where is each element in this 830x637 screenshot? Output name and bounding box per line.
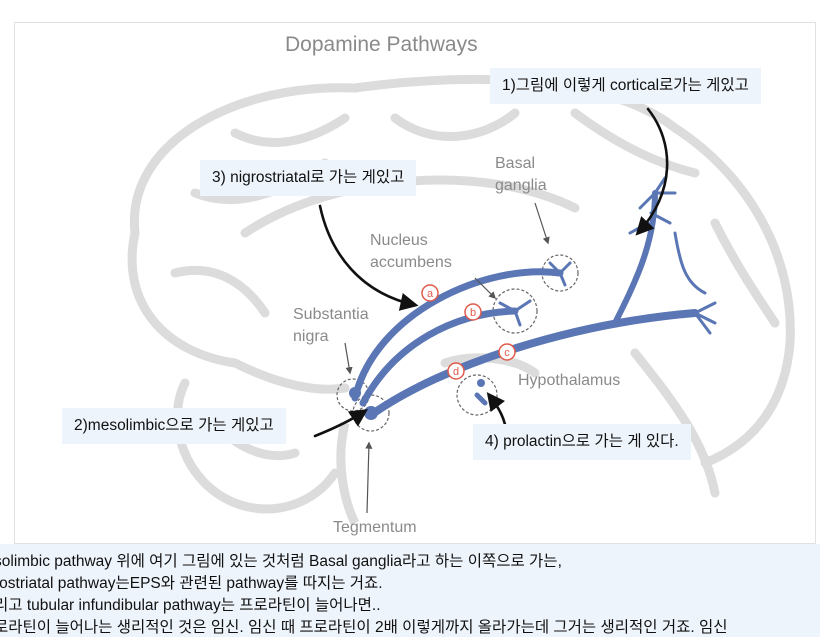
label-substantia-2: nigra [293,328,329,345]
brain-outline [127,75,795,514]
note-prolactin: 4) prolactin으로 가는 게 있다. [473,424,691,460]
label-basal-ganglia-1: Basal [495,155,535,172]
nucleus-accumbens-region [492,288,538,334]
marker-b: b [470,307,476,319]
label-nucleus-2: accumbens [370,254,452,271]
note-mesolimbic: 2)mesolimbic으로 가는 게있고 [62,408,286,444]
tegmentum-node [364,406,378,420]
label-basal-ganglia-2: ganglia [495,177,547,194]
markers: a b c d [421,284,516,380]
dopamine-pathways-figure: a b c d Dopamine Pathways Basal ganglia … [14,22,816,544]
arrow-mesolimbic [313,408,369,438]
note-nigrostriatal: 3) nigrostriatal로 가는 게있고 [200,160,417,196]
hypothalamus-node [477,379,485,387]
lecture-line-4: 로라틴이 늘어나는 생리적인 것은 임신. 임신 때 프로라틴이 2배 이렇게까… [0,619,728,636]
arrow-cortical [635,107,669,236]
lecture-transcript: solimbic pathway 위에 여기 그림에 있는 것처럼 Basal … [0,544,820,637]
tegmentum-outline [336,421,360,526]
pathway-mesocortical [367,309,699,419]
label-tegmentum: Tegmentum [333,519,417,536]
note-cortical: 1)그림에 이렇게 cortical로가는 게있고 [490,68,761,104]
pathway-nigrostriatal [351,268,564,402]
pathway-tuberoinfundibular [474,392,488,406]
marker-c: c [504,347,510,359]
label-pointers [344,202,550,514]
marker-a: a [427,288,434,300]
label-nucleus-1: Nucleus [370,232,428,249]
lecture-line-1: solimbic pathway 위에 여기 그림에 있는 것처럼 Basal … [0,553,562,570]
pathways [351,190,699,419]
substantia-nigra-node [349,387,361,399]
marker-d: d [453,366,459,378]
label-hypothalamus: Hypothalamus [518,372,620,389]
diagram-title: Dopamine Pathways [285,33,478,56]
lecture-line-2: rostriatal pathway는EPS와 관련된 pathway를 따지는… [0,575,383,592]
label-substantia-1: Substantia [293,306,369,323]
terminal-branches [498,176,717,335]
arrow-nigrostriatal [318,204,419,311]
pathway-mesolimbic [359,307,519,407]
pathway-cortical-branch [612,190,658,326]
lecture-line-3: 리고 tubular infundibular pathway는 프로라틴이 늘… [0,597,381,614]
